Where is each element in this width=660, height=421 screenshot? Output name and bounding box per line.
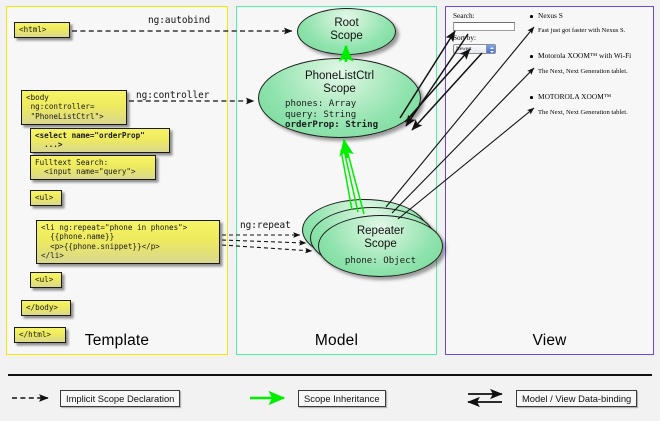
bullet-icon [530, 55, 533, 58]
column-label-model: Model [314, 332, 359, 349]
green-arrow-icon [250, 391, 286, 405]
legend-label-scope-inheritance: Scope Inheritance [298, 390, 386, 407]
phone-name: MOTOROLA XOOM™ [538, 92, 612, 101]
code-box-body-open: <body ng:controller= "PhoneListCtrl"> [21, 90, 127, 125]
code-box-li-repeat: <li ng:repeat="phone in phones"> {{phone… [36, 220, 220, 265]
sort-by-selected-value: Newest [456, 46, 472, 52]
phone-snippet: Fast just got faster with Nexus S. [538, 27, 626, 34]
connector-label-ng-repeat: ng:repeat [240, 220, 291, 231]
scope-prop-plain: phones: Array query: String [285, 99, 357, 120]
bullet-icon [530, 15, 533, 18]
double-arrow-icon [467, 389, 503, 407]
connector-label-ng-autobind: ng:autobind [148, 15, 211, 26]
connector-label-ng-controller: ng:controller [136, 90, 210, 101]
code-box-html-close: </html> [14, 327, 66, 343]
bullet-icon [530, 96, 533, 99]
phone-name: Motorola XOOM™ with Wi-Fi [538, 51, 632, 60]
phone-name: Nexus S [538, 11, 563, 20]
dashed-arrow-icon [12, 394, 49, 402]
column-template: Template [6, 6, 228, 355]
scope-prop-orderprop: orderProp: String [285, 120, 379, 131]
column-label-view: View [532, 332, 567, 349]
sort-by-select[interactable]: Newest [453, 44, 496, 54]
scope-repeater-props: phone: Object [344, 256, 417, 266]
code-box-fulltext-search: Fulltext Search: <input name="query"> [30, 155, 156, 181]
legend-label-implicit-scope-declaration: Implicit Scope Declaration [60, 390, 181, 407]
legend-divider [8, 374, 652, 377]
code-box-ul-close: <ul> [30, 272, 62, 288]
code-box-html-open: <html> [14, 22, 70, 38]
chevron-updown-icon[interactable] [486, 45, 495, 53]
code-box-ul-open: <ul> [30, 190, 62, 206]
phone-snippet: The Next, Next Generation tablet. [538, 68, 628, 75]
view-search-label: Search: [453, 12, 475, 20]
code-box-select-orderprop: <select name="orderProp" ...> [30, 128, 170, 154]
code-box-body-close: </body> [21, 300, 71, 316]
search-input[interactable] [453, 22, 515, 31]
legend-label-model-view-data-binding: Model / View Data-binding [516, 390, 638, 407]
view-sort-label: Sort by: [453, 34, 476, 42]
column-label-template: Template [84, 332, 150, 349]
scope-phonelistctrl-props: phones: Array query: String orderProp: S… [259, 99, 420, 131]
phone-snippet: The Next, Next Generation tablet. [538, 109, 628, 116]
